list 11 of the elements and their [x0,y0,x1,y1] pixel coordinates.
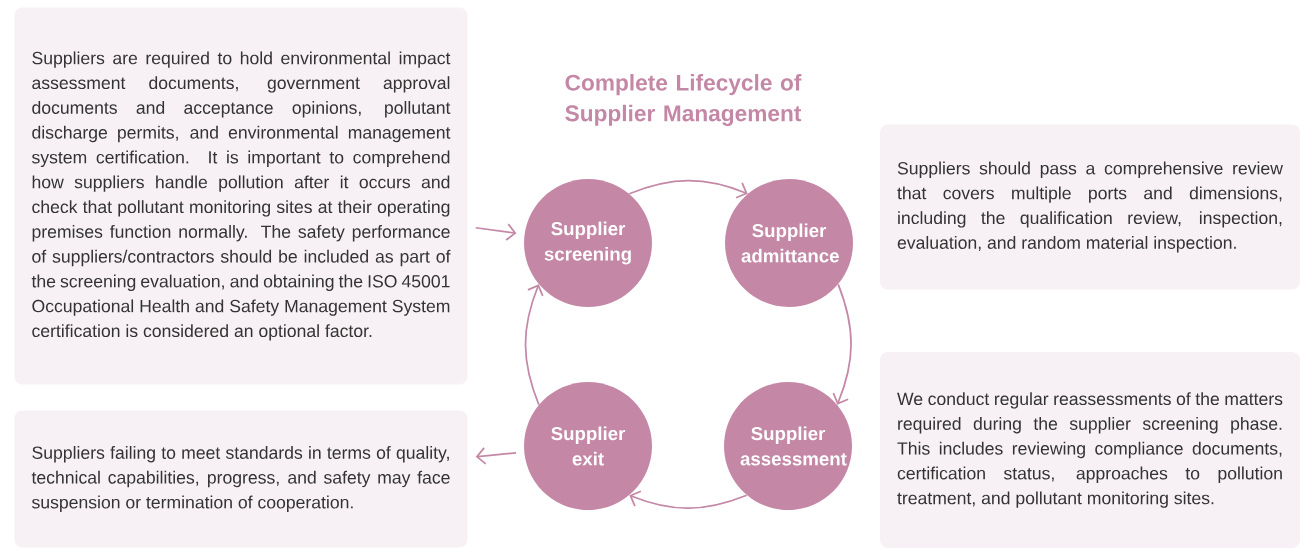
title: Complete Lifecycle of Supplier Management [565,74,802,126]
arrow [629,490,748,510]
arrow [832,283,852,405]
arrow [524,284,544,406]
text-box: Suppliers should pass a comprehensive review that covers multiple ports and dimensions, including the qualification review, inspection, evaluation, and random material inspection. [880,124,1300,290]
arrow [475,447,517,465]
arrow [628,179,748,199]
text-box: Suppliers are required to hold environmental impact assessment documents, government approval documents and acceptance opinions, pollutant discharge permits, and environmental management system certification. It is important to comprehend how suppliers handle pollution after it occurs and check that pollutant monitoring sites at their operating premises function normally. The safety performance of suppliers/contractors should be included as part of the screening evaluation, and obtaining the ISO 45001 Occupational Health and Safety Management System certification is considered an optional factor. [14,7,468,385]
arrow [474,223,517,241]
text-box: We conduct regular reassessments of the matters required during the supplier screening phase. This includes reviewing compliance documents, certification status, approaches to pollution treatment, and pollutant monitoring sites. [880,352,1300,548]
text-box: Suppliers failing to meet standards in terms of quality, technical capabilities, progress, and safety may face suspension or termination of cooperation. [14,410,468,548]
